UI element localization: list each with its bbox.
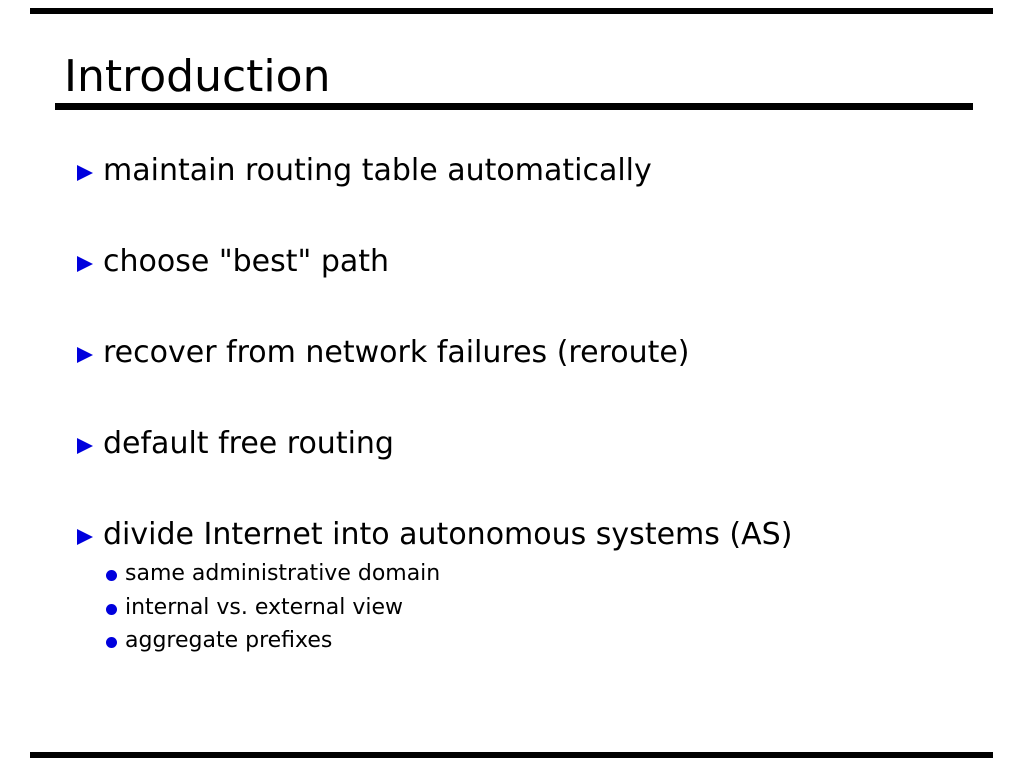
bullet-item: choose "best" path (77, 244, 389, 280)
sub-bullet-item: same administrative domain (106, 560, 440, 588)
triangle-right-icon (77, 165, 93, 181)
sub-bullet-item: aggregate prefixes (106, 627, 332, 655)
page-title: Introduction (64, 51, 331, 102)
dot-icon (106, 603, 117, 615)
bullet-item: recover from network failures (reroute) (77, 335, 690, 371)
bullet-item: maintain routing table automatically (77, 153, 652, 189)
bottom-rule (30, 752, 993, 758)
bullet-item: default free routing (77, 426, 394, 462)
triangle-right-icon (77, 347, 93, 363)
triangle-right-icon (77, 256, 93, 272)
bullet-text: choose "best" path (103, 244, 390, 279)
dot-icon (106, 569, 117, 581)
sub-bullet-text: aggregate prefixes (125, 628, 333, 653)
sub-bullet-text: internal vs. external view (125, 595, 404, 620)
triangle-right-icon (77, 438, 93, 454)
top-rule (30, 8, 993, 14)
bullet-text: default free routing (103, 426, 394, 461)
bullet-text: recover from network failures (reroute) (103, 335, 690, 370)
bullet-item: divide Internet into autonomous systems … (77, 517, 792, 553)
title-underline (55, 103, 973, 110)
sub-bullet-item: internal vs. external view (106, 594, 403, 622)
dot-icon (106, 636, 117, 648)
triangle-right-icon (77, 529, 93, 545)
bullet-text: divide Internet into autonomous systems … (103, 517, 793, 552)
bullet-text: maintain routing table automatically (103, 153, 652, 188)
sub-bullet-text: same administrative domain (125, 561, 441, 586)
